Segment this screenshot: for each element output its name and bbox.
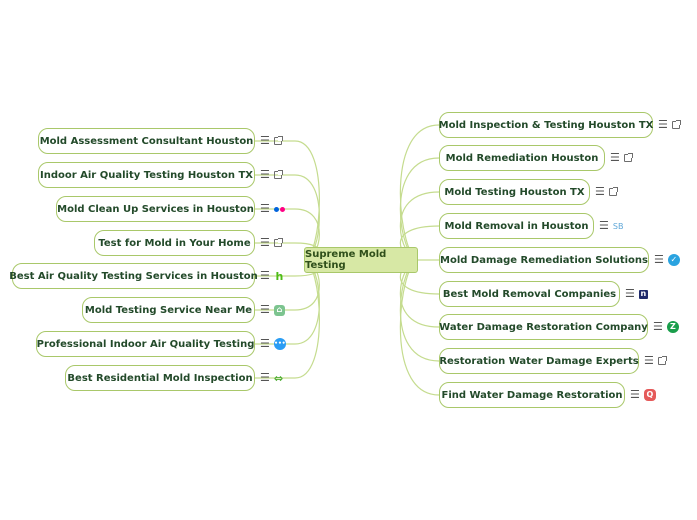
left-topic-8-icons: ☰⇔: [260, 371, 283, 385]
map-pin-icon[interactable]: ⌂: [273, 304, 285, 316]
blue-circle-icon[interactable]: •••: [273, 338, 286, 350]
link-icon[interactable]: [273, 238, 283, 247]
left-topic-2[interactable]: Indoor Air Quality Testing Houston TX: [38, 162, 255, 188]
note-icon[interactable]: ☰: [644, 354, 654, 367]
left-topic-2-icons: ☰: [260, 168, 283, 182]
note-icon[interactable]: ☰: [630, 388, 640, 401]
note-icon[interactable]: ☰: [625, 287, 635, 300]
note-icon[interactable]: ☰: [595, 185, 605, 198]
right-topic-4-icons: ☰SB: [599, 219, 623, 233]
left-topic-8[interactable]: Best Residential Mold Inspection: [65, 365, 255, 391]
link-icon[interactable]: [623, 153, 633, 162]
note-icon[interactable]: ☰: [260, 371, 270, 384]
left-topic-4[interactable]: Test for Mold in Your Home: [94, 230, 255, 256]
left-topic-5[interactable]: Best Air Quality Testing Services in Hou…: [9, 263, 258, 289]
right-topic-3-icons: ☰: [595, 185, 618, 199]
right-topic-9[interactable]: Find Water Damage Restoration: [439, 382, 625, 408]
right-topic-9-icons: ☰Q: [630, 388, 656, 402]
link-icon[interactable]: [657, 356, 667, 365]
right-topic-8[interactable]: Restoration Water Damage Experts: [439, 348, 639, 374]
right-topic-2-icons: ☰: [610, 151, 633, 165]
sb-icon[interactable]: SB: [612, 221, 624, 231]
central-topic[interactable]: Supreme Mold Testing: [304, 247, 418, 273]
left-topic-5-icons: ☰h: [260, 269, 285, 283]
left-topic-6[interactable]: Mold Testing Service Near Me: [82, 297, 255, 323]
note-icon[interactable]: ☰: [260, 337, 270, 350]
left-topic-3[interactable]: Mold Clean Up Services in Houston: [56, 196, 255, 222]
link-icon[interactable]: [608, 187, 618, 196]
houzz-icon[interactable]: h: [275, 269, 284, 283]
left-topic-3-icons: ☰: [260, 202, 285, 216]
connector-right-9: [399, 259, 440, 396]
note-icon[interactable]: ☰: [653, 320, 663, 333]
note-icon[interactable]: ☰: [260, 236, 270, 249]
left-topic-7-icons: ☰•••: [260, 337, 286, 351]
right-topic-5[interactable]: Mold Damage Remediation Solutions: [439, 247, 649, 273]
left-topic-6-icons: ☰⌂: [260, 303, 285, 317]
note-icon[interactable]: ☰: [260, 269, 270, 282]
right-topic-2[interactable]: Mold Remediation Houston: [439, 145, 605, 171]
left-topic-1[interactable]: Mold Assessment Consultant Houston: [38, 128, 255, 154]
link-icon[interactable]: [273, 136, 283, 145]
link-icon[interactable]: [273, 170, 283, 179]
right-topic-1-icons: ☰: [658, 118, 681, 132]
n-logo-icon[interactable]: n: [638, 289, 648, 299]
note-icon[interactable]: ☰: [260, 303, 270, 316]
green-z-icon[interactable]: Z: [666, 321, 679, 333]
note-icon[interactable]: ☰: [599, 219, 609, 232]
note-icon[interactable]: ☰: [610, 151, 620, 164]
right-topic-1[interactable]: Mold Inspection & Testing Houston TX: [439, 112, 653, 138]
right-topic-7-icons: ☰Z: [653, 320, 679, 334]
left-topic-1-icons: ☰: [260, 134, 283, 148]
blue-badge-icon[interactable]: ✓: [667, 254, 680, 266]
chain-link-icon[interactable]: ⇔: [273, 371, 284, 385]
right-topic-5-icons: ☰✓: [654, 253, 680, 267]
right-topic-6-icons: ☰n: [625, 287, 648, 301]
connector-right-2: [399, 157, 440, 261]
red-search-icon[interactable]: Q: [643, 389, 656, 401]
connector-right-8: [399, 259, 440, 362]
right-topic-6[interactable]: Best Mold Removal Companies: [439, 281, 620, 307]
left-topic-4-icons: ☰: [260, 236, 283, 250]
right-topic-3[interactable]: Mold Testing Houston TX: [439, 179, 590, 205]
note-icon[interactable]: ☰: [658, 118, 668, 131]
note-icon[interactable]: ☰: [654, 253, 664, 266]
left-topic-7[interactable]: Professional Indoor Air Quality Testing: [36, 331, 255, 357]
link-icon[interactable]: [671, 120, 681, 129]
right-topic-7[interactable]: Water Damage Restoration Company: [439, 314, 648, 340]
right-topic-4[interactable]: Mold Removal in Houston: [439, 213, 594, 239]
flickr-icon[interactable]: [273, 206, 285, 212]
note-icon[interactable]: ☰: [260, 168, 270, 181]
note-icon[interactable]: ☰: [260, 134, 270, 147]
note-icon[interactable]: ☰: [260, 202, 270, 215]
right-topic-8-icons: ☰: [644, 354, 667, 368]
